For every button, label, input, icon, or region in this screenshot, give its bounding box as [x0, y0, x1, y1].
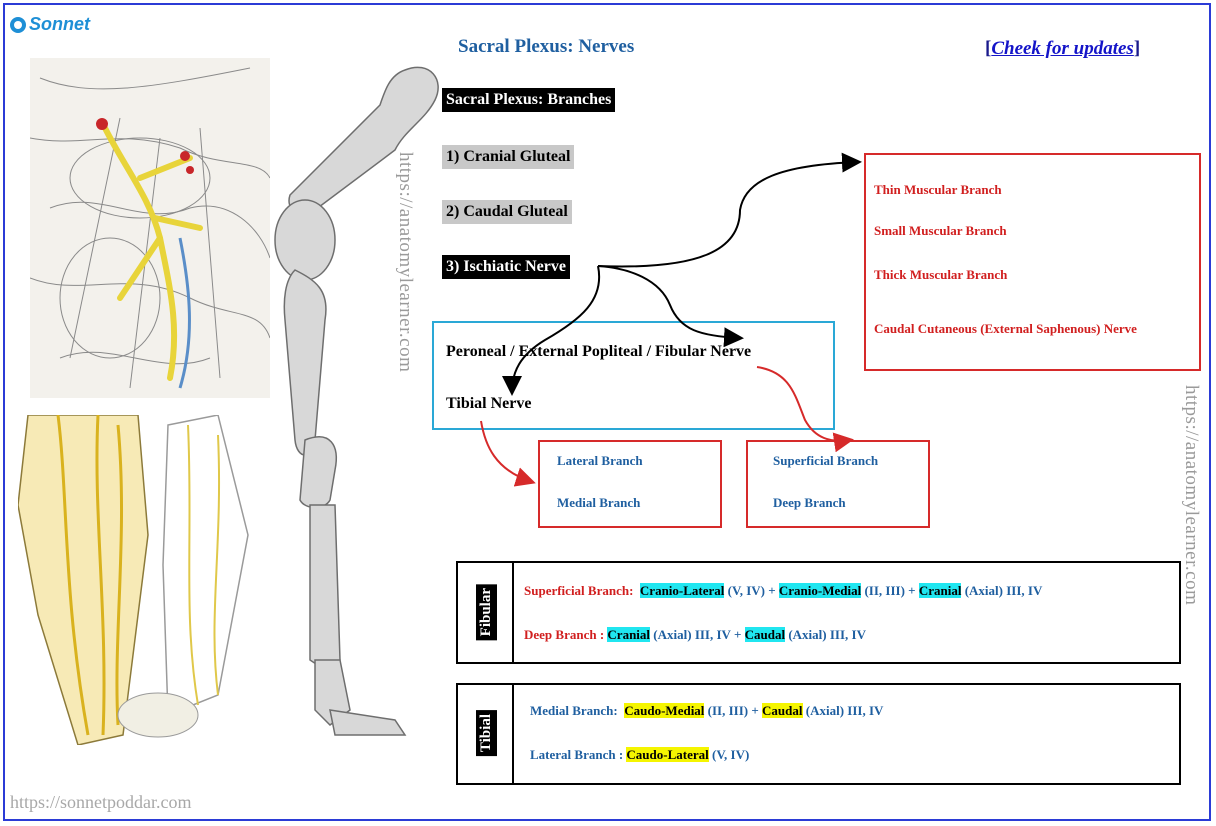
highlight-cranial: Cranial: [919, 583, 962, 598]
arrow-fibular-branches: [757, 367, 850, 441]
highlight-cranial: Cranial: [607, 627, 650, 642]
arrow-to-tibial: [512, 266, 599, 392]
tibial-table-label: Tibial: [476, 710, 497, 756]
row-text: (Axial) III, IV +: [650, 627, 745, 642]
highlight-caudo-lateral: Caudo-Lateral: [626, 747, 708, 762]
fibular-table-divider: [512, 563, 514, 662]
row-text: (II, III) +: [704, 703, 762, 718]
arrow-tibial-branches: [481, 421, 532, 482]
row-text: (V, IV): [709, 747, 750, 762]
fibular-table: Fibular Superficial Branch: Cranio-Later…: [456, 561, 1181, 664]
row-text: (V, IV) +: [724, 583, 778, 598]
highlight-cranio-lateral: Cranio-Lateral: [640, 583, 724, 598]
row-text: (Axial) III, IV: [961, 583, 1042, 598]
fibular-table-label: Fibular: [476, 584, 497, 640]
tibial-table-divider: [512, 685, 514, 783]
row-lead: Medial Branch:: [530, 703, 618, 718]
footer-url: https://sonnetpoddar.com: [10, 792, 192, 813]
highlight-caudal: Caudal: [762, 703, 802, 718]
tibial-lateral-row: Lateral Branch : Caudo-Lateral (V, IV): [530, 747, 749, 763]
row-lead: Deep Branch :: [524, 627, 604, 642]
arrow-to-muscular: [598, 162, 858, 267]
tibial-table: Tibial Medial Branch: Caudo-Medial (II, …: [456, 683, 1181, 785]
highlight-caudo-medial: Caudo-Medial: [624, 703, 704, 718]
row-lead: Superficial Branch:: [524, 583, 633, 598]
row-text: (Axial) III, IV: [803, 703, 884, 718]
row-lead: Lateral Branch :: [530, 747, 623, 762]
highlight-caudal: Caudal: [745, 627, 785, 642]
row-text: (Axial) III, IV: [785, 627, 866, 642]
highlight-cranio-medial: Cranio-Medial: [779, 583, 861, 598]
tibial-medial-row: Medial Branch: Caudo-Medial (II, III) + …: [530, 703, 883, 719]
fibular-superficial-row: Superficial Branch: Cranio-Lateral (V, I…: [524, 583, 1042, 599]
fibular-deep-row: Deep Branch : Cranial (Axial) III, IV + …: [524, 627, 866, 643]
arrow-to-peroneal: [598, 266, 740, 338]
row-text: (II, III) +: [861, 583, 919, 598]
